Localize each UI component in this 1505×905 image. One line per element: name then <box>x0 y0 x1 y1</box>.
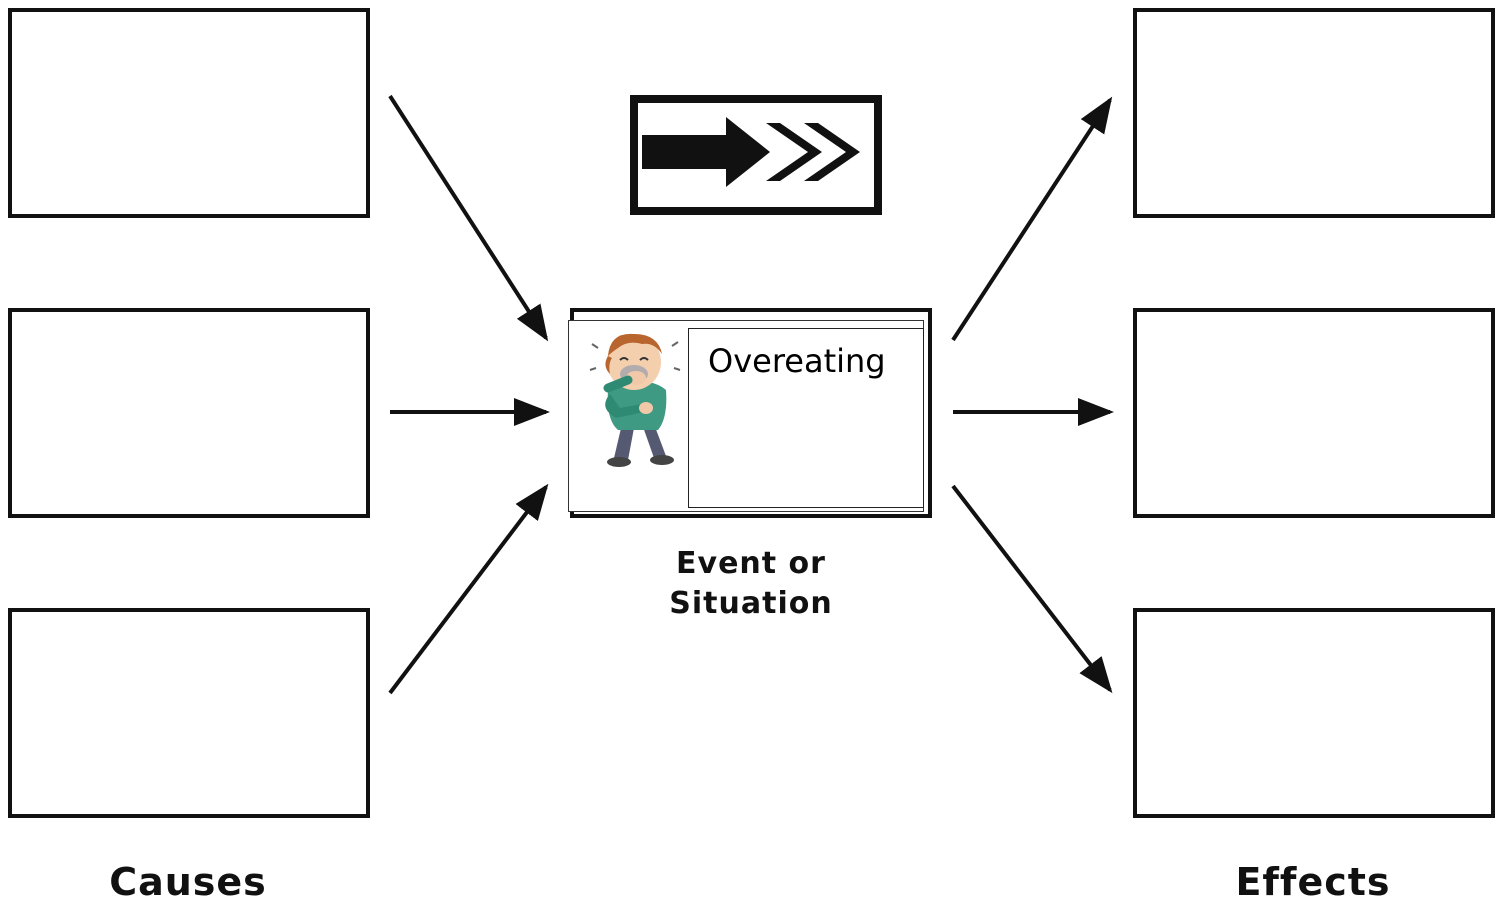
effects-label: Effects <box>1235 860 1391 904</box>
sequence-arrow-icon <box>630 95 882 215</box>
cause-box-2[interactable] <box>8 308 370 518</box>
event-text-area[interactable] <box>688 328 924 508</box>
event-caption: Event or Situation <box>600 544 902 624</box>
cause-box-3[interactable] <box>8 608 370 818</box>
effect-box-3[interactable] <box>1133 608 1495 818</box>
cause-arrow-1 <box>388 94 549 342</box>
effect-box-1[interactable] <box>1133 8 1495 218</box>
cause-box-1[interactable] <box>8 8 370 218</box>
effect-arrow-1 <box>951 96 1113 342</box>
sick-person-illustration <box>589 333 681 467</box>
causes-label: Causes <box>109 860 267 904</box>
effect-box-2[interactable] <box>1133 308 1495 518</box>
effect-arrow-3 <box>951 484 1113 694</box>
event-title: Overeating <box>708 342 886 380</box>
cause-arrow-3 <box>388 483 549 695</box>
event-caption-line2: Situation <box>669 586 833 621</box>
event-caption-line1: Event or <box>676 546 826 581</box>
